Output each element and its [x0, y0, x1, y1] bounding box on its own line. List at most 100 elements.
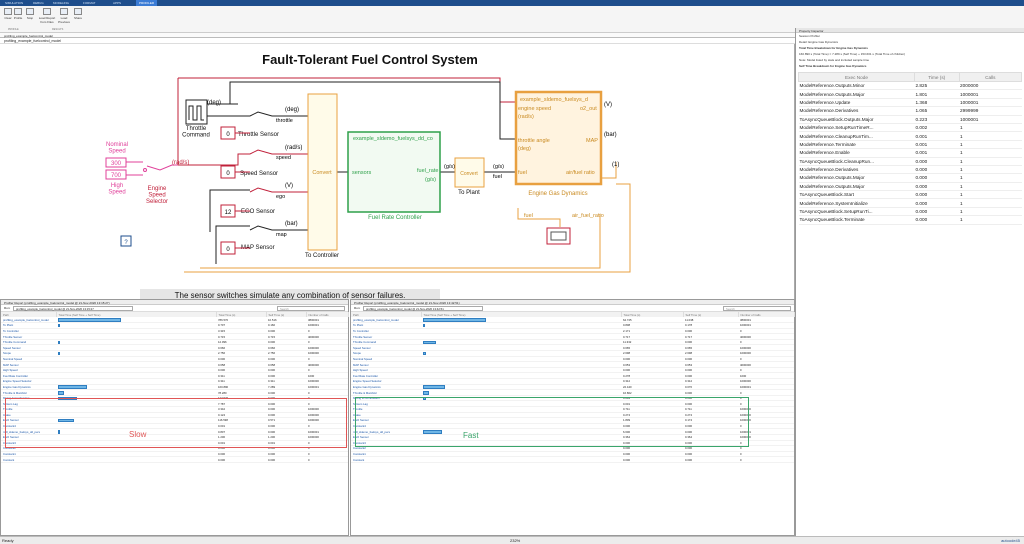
help-block[interactable]	[120, 235, 132, 247]
tab-format[interactable]: FORMAT	[83, 1, 96, 5]
status-solver[interactable]: autoode45	[1001, 538, 1020, 543]
tab-modeling[interactable]: MODELING	[53, 1, 70, 5]
right-col-calls[interactable]: Number of Calls	[738, 312, 795, 317]
engine-gas-dynamics-block[interactable]	[514, 90, 603, 186]
to-controller-block[interactable]	[307, 93, 338, 251]
clear-button[interactable]: Clear	[1, 8, 15, 20]
col-time[interactable]: Time (s)	[913, 72, 960, 82]
right-run-select[interactable]: profiling_example_fuelcontrol_model @ 21…	[363, 306, 483, 311]
left-col-total[interactable]: Total Time (s)	[216, 312, 267, 317]
right-col-total[interactable]: Total Time (s)	[621, 312, 684, 317]
col-exec-node[interactable]: Exec Node	[798, 72, 915, 82]
stop-button[interactable]: Stop	[23, 8, 37, 20]
right-col-path[interactable]: Path	[351, 312, 422, 317]
tab-apps[interactable]: APPS	[113, 1, 122, 5]
share-button[interactable]: Share	[71, 8, 85, 20]
left-search-input[interactable]: Search	[277, 306, 345, 311]
fuel-rate-controller-block[interactable]	[347, 131, 441, 213]
right-col-self[interactable]: Self Time (s)	[683, 312, 739, 317]
breadcrumb[interactable]: profiling_example_fuelcontrol_model	[0, 38, 795, 44]
left-run-select[interactable]: profiling_example_fuelcontrol_model @ 21…	[13, 306, 133, 311]
left-col-bar[interactable]: Total Time (Self Time + Self Time)	[56, 312, 217, 317]
right-col-bar[interactable]: Total Time (Self Time + Self Time)	[421, 312, 622, 317]
load-report-button[interactable]: Load Report from Files	[37, 8, 57, 24]
profile-button[interactable]: Profile	[11, 8, 25, 20]
right-search-input[interactable]: Search	[723, 306, 791, 311]
left-col-calls[interactable]: Number of Calls	[306, 312, 349, 317]
to-plant-block[interactable]	[454, 157, 485, 188]
model-path-tab[interactable]: profiling_example_fuelcontrol_model	[0, 33, 795, 38]
left-col-path[interactable]: Path	[1, 312, 57, 317]
tab-simulation[interactable]: SIMULATION	[5, 1, 24, 5]
model-canvas[interactable]: Fault-Tolerant Fuel Control System Nomin…	[0, 44, 795, 300]
tab-debug[interactable]: DEBUG	[33, 1, 44, 5]
tab-profiler[interactable]: PROFILER	[136, 0, 158, 6]
col-calls[interactable]: Calls	[958, 72, 1023, 82]
